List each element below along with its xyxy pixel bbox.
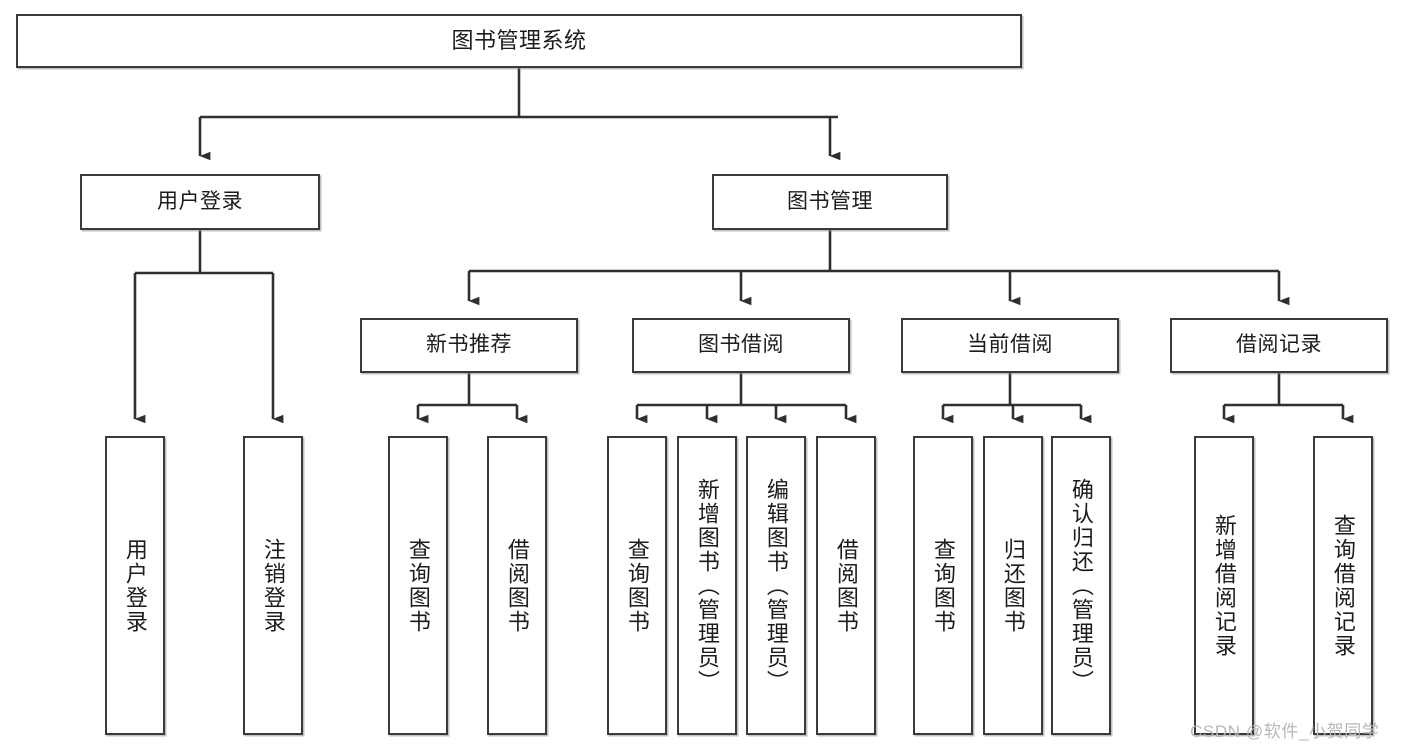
node-leaf-user-login-label: 用户登录 [122,537,148,634]
node-leaf-edit-book-admin-label: 编辑图书（管理员） [763,477,789,694]
node-leaf-add-book-admin[interactable]: 新增图书（管理员） [677,436,737,735]
node-leaf-query-book-current-label: 查询图书 [930,537,956,634]
node-book-borrow[interactable]: 图书借阅 [632,318,850,373]
node-leaf-add-borrow-record-label: 新增借阅记录 [1211,513,1237,658]
node-leaf-add-borrow-record[interactable]: 新增借阅记录 [1194,436,1254,735]
node-borrow-record-label: 借阅记录 [1236,333,1322,357]
node-leaf-borrow-book-label: 借阅图书 [833,537,859,634]
node-leaf-borrow-book-recommend-label: 借阅图书 [504,537,530,634]
node-new-book-recommend[interactable]: 新书推荐 [360,318,578,373]
node-leaf-query-book-borrow[interactable]: 查询图书 [607,436,667,735]
node-leaf-user-login[interactable]: 用户登录 [105,436,165,735]
node-leaf-add-book-admin-label: 新增图书（管理员） [694,477,720,694]
node-leaf-borrow-book[interactable]: 借阅图书 [816,436,876,735]
csdn-watermark: CSDN @软件_小贺同学 [1190,722,1380,741]
node-leaf-borrow-book-recommend[interactable]: 借阅图书 [487,436,547,735]
node-book-borrow-label: 图书借阅 [698,333,784,357]
node-leaf-user-logout[interactable]: 注销登录 [243,436,303,735]
node-user-login[interactable]: 用户登录 [80,174,320,230]
node-leaf-confirm-return-admin[interactable]: 确认归还（管理员） [1051,436,1111,735]
node-borrow-record[interactable]: 借阅记录 [1170,318,1388,373]
node-leaf-query-book-current[interactable]: 查询图书 [913,436,973,735]
node-root-label: 图书管理系统 [451,28,587,54]
node-leaf-query-book-borrow-label: 查询图书 [624,537,650,634]
node-new-book-recommend-label: 新书推荐 [426,333,512,357]
node-leaf-query-borrow-record[interactable]: 查询借阅记录 [1313,436,1373,735]
node-leaf-confirm-return-admin-label: 确认归还（管理员） [1068,477,1094,694]
node-user-login-label: 用户登录 [157,189,243,213]
node-book-manage-label: 图书管理 [787,189,873,213]
node-leaf-return-book-label: 归还图书 [1000,537,1026,634]
node-root[interactable]: 图书管理系统 [16,14,1022,68]
node-leaf-user-logout-label: 注销登录 [260,537,286,634]
node-leaf-query-borrow-record-label: 查询借阅记录 [1330,513,1356,658]
node-current-borrow-label: 当前借阅 [967,333,1053,357]
node-book-manage[interactable]: 图书管理 [712,174,948,230]
node-leaf-query-book-recommend[interactable]: 查询图书 [388,436,448,735]
node-leaf-return-book[interactable]: 归还图书 [983,436,1043,735]
node-leaf-edit-book-admin[interactable]: 编辑图书（管理员） [746,436,806,735]
node-leaf-query-book-recommend-label: 查询图书 [405,537,431,634]
node-current-borrow[interactable]: 当前借阅 [901,318,1119,373]
